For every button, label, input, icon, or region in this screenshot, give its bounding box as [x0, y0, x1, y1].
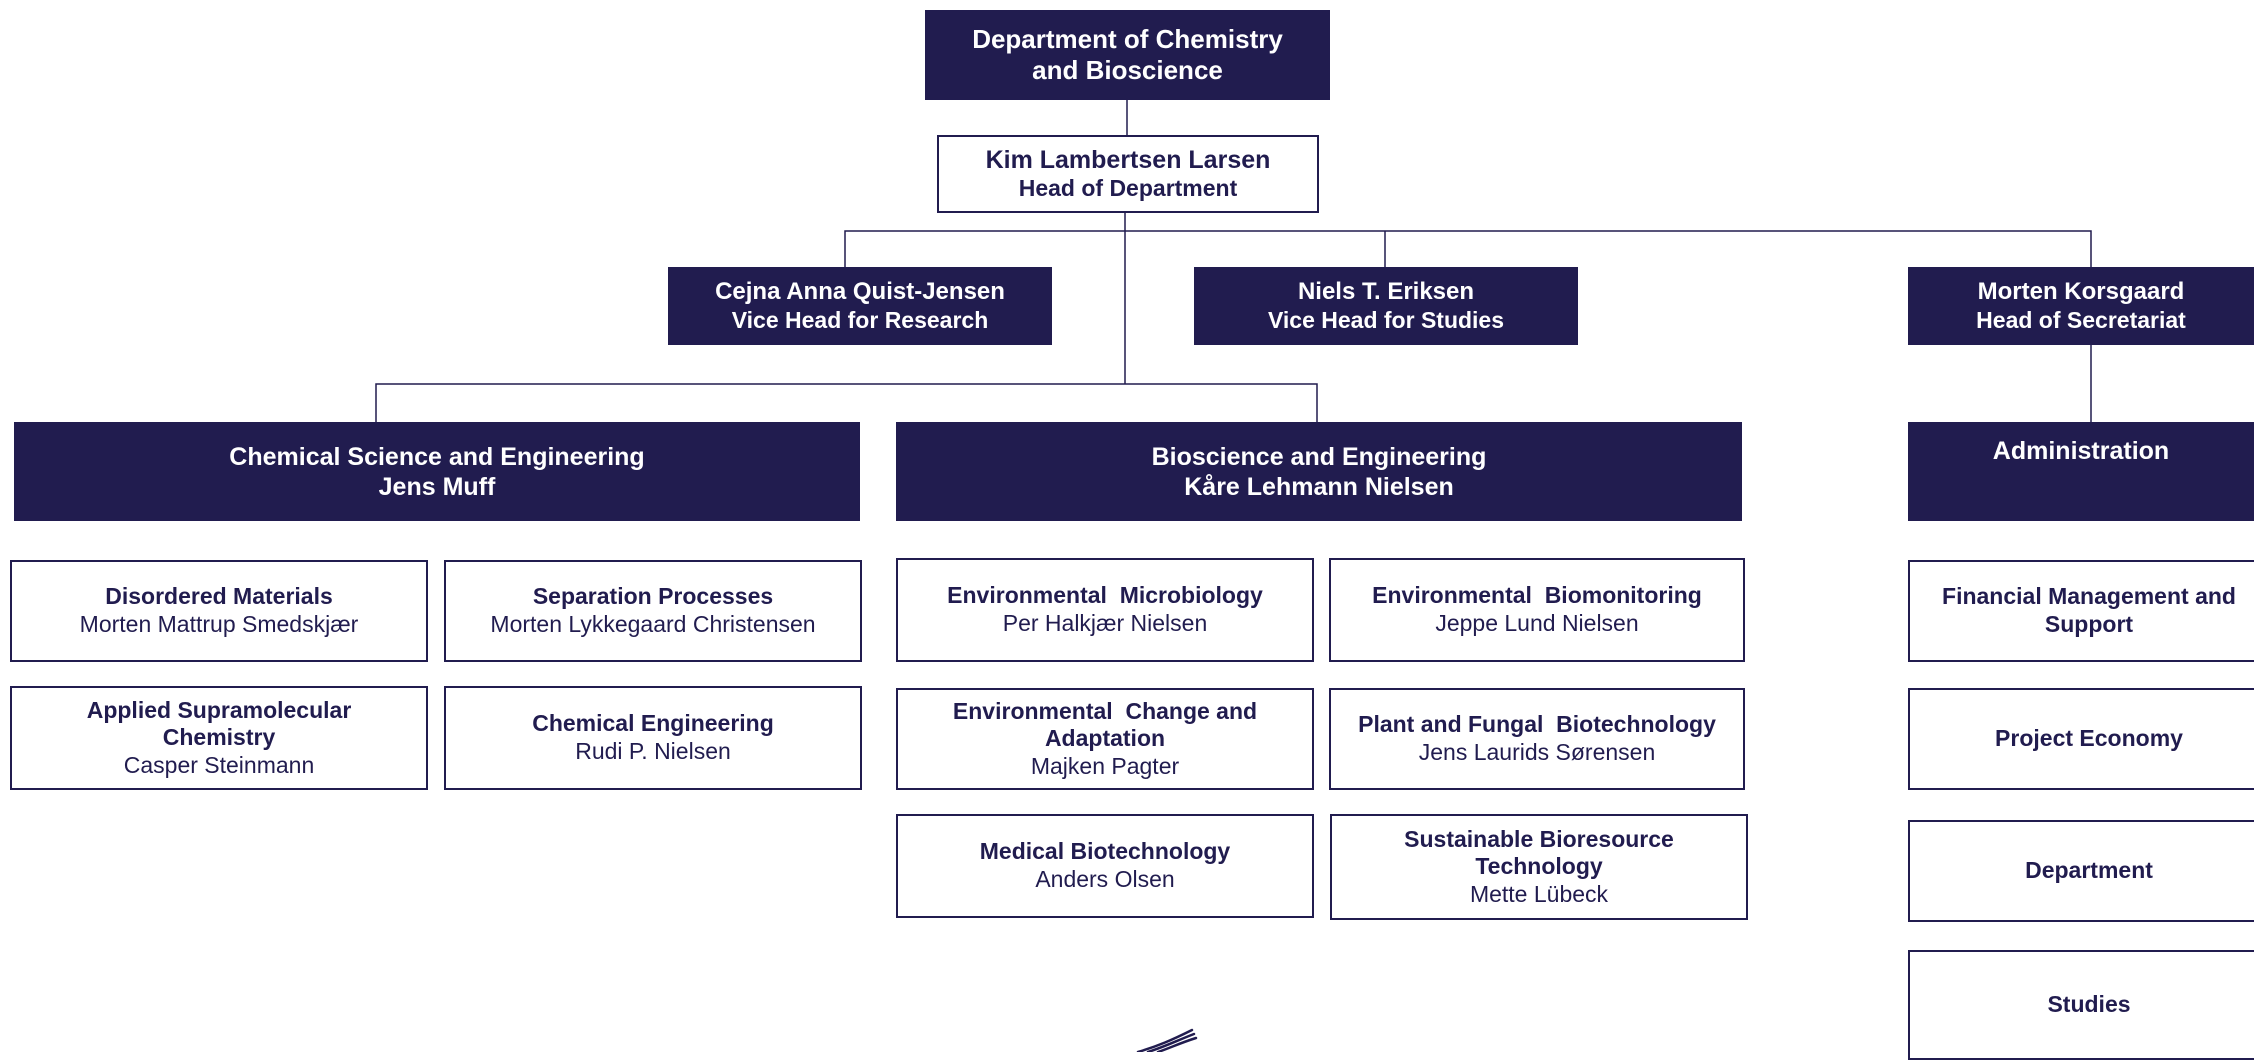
admin-unit-financial: Financial Management and Support	[1908, 560, 2254, 662]
group-sustainable-bioresource: Sustainable Bioresource Technology Mette…	[1330, 814, 1748, 920]
section-chemical-science: Chemical Science and Engineering Jens Mu…	[14, 422, 860, 521]
vice-head-studies-box: Niels T. Eriksen Vice Head for Studies	[1194, 267, 1578, 345]
group-lead: Majken Pagter	[1030, 752, 1180, 779]
secretariat-head-role: Head of Secretariat	[1976, 306, 2186, 333]
group-title: Separation Processes	[532, 583, 774, 610]
group-title: Plant and Fungal Biotechnology	[1358, 711, 1716, 738]
group-title-line2: Chemistry	[162, 724, 276, 751]
section-bio-title: Bioscience and Engineering	[1151, 442, 1487, 471]
group-title: Chemical Engineering	[532, 710, 774, 737]
group-environmental-change: Environmental Change and Adaptation Majk…	[896, 688, 1314, 790]
group-lead: Jeppe Lund Nielsen	[1435, 610, 1639, 636]
group-lead: Rudi P. Nielsen	[575, 738, 731, 764]
vice-studies-name: Niels T. Eriksen	[1297, 277, 1475, 305]
group-title-line1: Environmental Change and	[952, 697, 1258, 724]
vice-studies-role: Vice Head for Studies	[1267, 306, 1505, 333]
admin-unit-studies: Studies	[1908, 950, 2254, 1060]
group-chemical-engineering: Chemical Engineering Rudi P. Nielsen	[444, 686, 862, 790]
group-medical-biotechnology: Medical Biotechnology Anders Olsen	[896, 814, 1314, 918]
department-box: Department of Chemistry and Bioscience	[925, 10, 1330, 100]
group-lead: Anders Olsen	[1035, 866, 1175, 892]
group-disordered-materials: Disordered Materials Morten Mattrup Smed…	[10, 560, 428, 662]
department-title-line1: Department of Chemistry	[972, 23, 1283, 54]
vice-research-role: Vice Head for Research	[731, 306, 989, 333]
group-separation-processes: Separation Processes Morten Lykkegaard C…	[444, 560, 862, 662]
group-title: Disordered Materials	[105, 583, 333, 610]
department-title-line2: and Bioscience	[1032, 55, 1223, 85]
head-of-department-box: Kim Lambertsen Larsen Head of Department	[937, 135, 1319, 213]
admin-unit-label: Project Economy	[1995, 725, 2183, 752]
vice-head-research-box: Cejna Anna Quist-Jensen Vice Head for Re…	[668, 267, 1052, 345]
admin-unit-project-economy: Project Economy	[1908, 688, 2254, 790]
university-logo-icon	[1136, 1028, 1198, 1052]
head-role: Head of Department	[1018, 175, 1238, 202]
group-lead: Morten Mattrup Smedskjær	[79, 611, 359, 637]
head-of-secretariat-box: Morten Korsgaard Head of Secretariat	[1908, 267, 2254, 345]
group-applied-supramolecular: Applied Supramolecular Chemistry Casper …	[10, 686, 428, 790]
vice-research-name: Cejna Anna Quist-Jensen	[715, 277, 1005, 305]
section-chemical-title: Chemical Science and Engineering	[229, 442, 645, 471]
group-title: Environmental Biomonitoring	[1372, 582, 1702, 609]
section-administration: Administration	[1908, 422, 2254, 521]
group-plant-fungal-biotechnology: Plant and Fungal Biotechnology Jens Laur…	[1329, 688, 1745, 790]
group-lead: Mette Lübeck	[1469, 880, 1609, 907]
group-lead: Morten Lykkegaard Christensen	[490, 611, 816, 637]
group-lead: Casper Steinmann	[123, 751, 315, 778]
group-lead: Per Halkjær Nielsen	[1002, 610, 1208, 636]
section-admin-title: Administration	[1992, 437, 2170, 465]
group-title: Medical Biotechnology	[979, 838, 1231, 865]
section-bio-lead: Kåre Lehmann Nielsen	[1184, 472, 1454, 501]
section-chemical-lead: Jens Muff	[378, 472, 496, 501]
admin-unit-label: Studies	[2047, 991, 2131, 1018]
admin-unit-label: Department	[2025, 857, 2153, 884]
group-environmental-biomonitoring: Environmental Biomonitoring Jeppe Lund N…	[1329, 558, 1745, 662]
admin-unit-line2: Support	[2044, 611, 2134, 637]
section-bioscience: Bioscience and Engineering Kåre Lehmann …	[896, 422, 1742, 521]
group-title-line2: Adaptation	[1044, 725, 1166, 752]
admin-unit-department: Department	[1908, 820, 2254, 922]
group-lead: Jens Laurids Sørensen	[1418, 739, 1656, 765]
head-name: Kim Lambertsen Larsen	[985, 146, 1271, 175]
group-title: Environmental Microbiology	[947, 582, 1263, 609]
group-environmental-microbiology: Environmental Microbiology Per Halkjær N…	[896, 558, 1314, 662]
secretariat-head-name: Morten Korsgaard	[1977, 277, 2185, 305]
group-title-line1: Applied Supramolecular	[86, 696, 352, 723]
admin-unit-line1: Financial Management and	[1942, 583, 2236, 610]
group-title-line2: Technology	[1475, 853, 1603, 880]
group-title-line1: Sustainable Bioresource	[1404, 825, 1674, 852]
